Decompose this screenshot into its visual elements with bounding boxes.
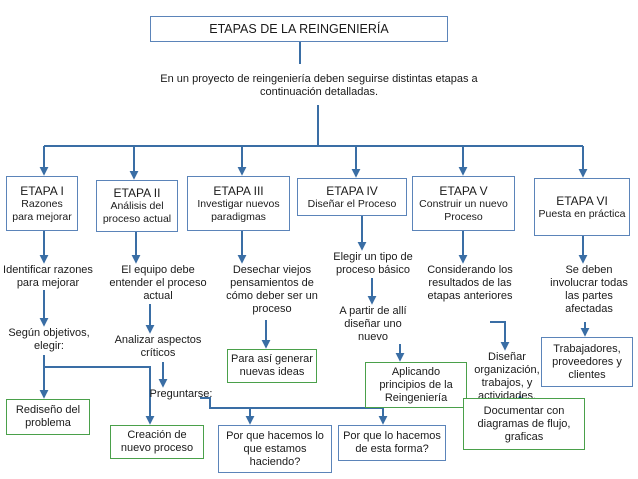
workers-box: Trabajadores, proveedores y clientes xyxy=(541,337,633,387)
applying-box: Aplicando principios de la Reingeniería xyxy=(365,362,467,408)
note-from-there: A partir de allí diseñar uno nuevo xyxy=(339,305,407,343)
why-box-2: Por que lo hacemos de esta forma? xyxy=(338,425,446,461)
note-design-org: Diseñar organización, trabajos, y activi… xyxy=(474,351,540,402)
note-identify: Identificar razones para mejorar xyxy=(3,264,93,289)
note-discard: Desechar viejos pensamientos de cómo deb… xyxy=(226,264,318,315)
stage-4-title: ETAPA IV xyxy=(326,183,378,198)
redesign-box: Rediseño del problema xyxy=(6,399,90,435)
stage-1-desc: Razones para mejorar xyxy=(12,197,72,223)
stage-6-desc: Puesta en práctica xyxy=(538,207,626,220)
stage-5-desc: Construir un nuevo Proceso xyxy=(419,197,508,223)
note-objectives: Según objetivos, elegir: xyxy=(8,327,90,352)
connector-ask-why2 xyxy=(250,407,388,425)
diagram-title: ETAPAS DE LA REINGENIERÍA xyxy=(150,16,448,42)
stage-2-title: ETAPA II xyxy=(113,186,161,200)
connector-ask-why1 xyxy=(200,397,255,425)
why-box-1: Por que hacemos lo que estamos haciendo? xyxy=(218,425,332,473)
note-team: El equipo debe entender el proceso actua… xyxy=(109,264,207,302)
stage-6-title: ETAPA VI xyxy=(556,193,608,208)
stage-1-box: ETAPA I Razones para mejorar xyxy=(6,176,78,231)
stage-4-box: ETAPA IV Diseñar el Proceso xyxy=(297,178,407,216)
note-choose-type: Elegir un tipo de proceso básico xyxy=(333,251,413,276)
intro-text: En un proyecto de reingeniería deben seg… xyxy=(160,73,478,98)
stage-3-desc: Investigar nuevos paradigmas xyxy=(197,197,280,223)
note-analyze: Analizar aspectos críticos xyxy=(114,334,202,359)
stage-2-desc: Análisis del proceso actual xyxy=(102,200,172,225)
create-box: Creación de nuevo proceso xyxy=(110,425,204,459)
note-considering: Considerando los resultados de las etapa… xyxy=(427,264,513,302)
stage-3-box: ETAPA III Investigar nuevos paradigmas xyxy=(187,176,290,231)
note-ask: Preguntarse: xyxy=(149,388,213,400)
stage-4-desc: Diseñar el Proceso xyxy=(307,197,397,210)
connector-considering-design xyxy=(490,321,510,351)
note-involve: Se deben involucrar todas las partes afe… xyxy=(550,264,628,315)
stage-5-title: ETAPA V xyxy=(439,183,488,198)
stage-5-box: ETAPA V Construir un nuevo Proceso xyxy=(412,176,515,231)
stage-2-box: ETAPA II Análisis del proceso actual xyxy=(96,180,178,232)
document-box: Documentar con diagramas de flujo, grafi… xyxy=(463,398,585,450)
stage-3-title: ETAPA III xyxy=(213,183,264,198)
stage-6-box: ETAPA VI Puesta en práctica xyxy=(534,178,630,236)
connector-objectives-create xyxy=(44,366,155,425)
stage-1-title: ETAPA I xyxy=(20,183,64,198)
generate-box: Para así generar nuevas ideas xyxy=(227,349,317,383)
